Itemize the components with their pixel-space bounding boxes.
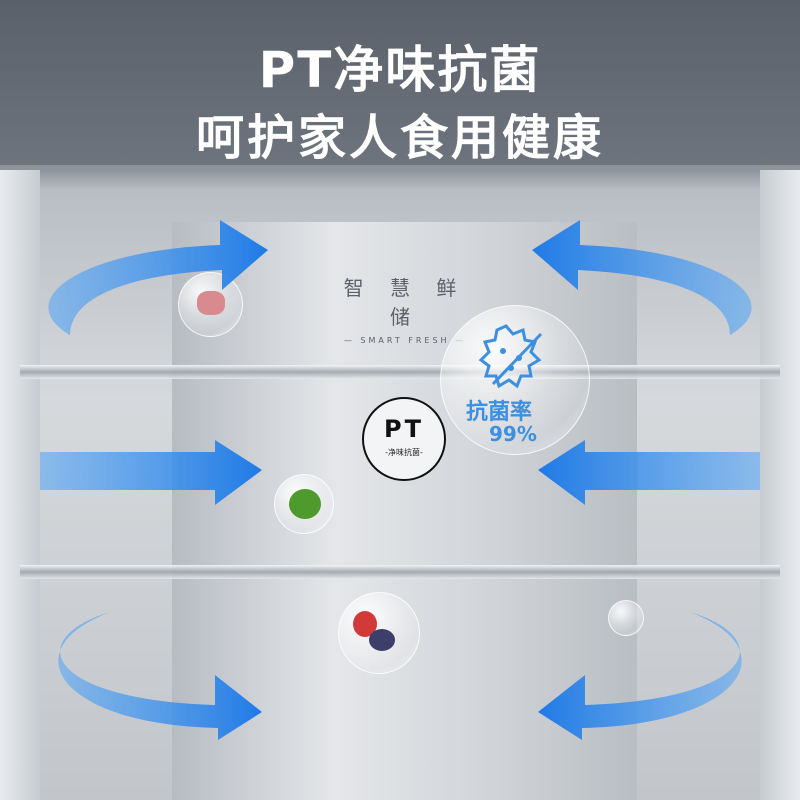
- vegetable-bubble: [274, 474, 334, 534]
- pt-badge-subtitle: -净味抗菌-: [385, 448, 423, 457]
- meat-bubble: [178, 272, 243, 337]
- shelf-middle: [20, 565, 780, 579]
- bacteria-icon: [478, 324, 543, 389]
- fridge-left-wall: [0, 170, 40, 800]
- small-bubble: [608, 600, 644, 636]
- arrow-top-left: [48, 220, 268, 335]
- shelf-top: [20, 365, 780, 379]
- brand-cn: 智 慧 鲜 储: [343, 276, 467, 329]
- antibacterial-label: 抗菌率: [466, 400, 533, 425]
- arrow-top-right: [532, 220, 752, 335]
- arrow-bottom-left: [58, 612, 262, 740]
- berries-bubble: [338, 592, 420, 674]
- broccoli-icon: [289, 489, 321, 519]
- blueberry-icon: [369, 629, 395, 651]
- brand-label: 智 慧 鲜 储 — SMART FRESH —: [330, 272, 480, 345]
- brand-en: — SMART FRESH —: [343, 336, 467, 345]
- headline: PT净味抗菌: [258, 41, 542, 99]
- arrow-mid-right: [538, 440, 760, 505]
- pt-badge-title: PT: [384, 415, 424, 443]
- pt-badge: PT -净味抗菌-: [362, 397, 446, 481]
- header-banner: PT净味抗菌 呵护家人食用健康: [0, 0, 800, 166]
- arrow-bottom-right: [538, 612, 742, 740]
- arrow-mid-left: [40, 440, 262, 505]
- antibacterial-bubble: 抗菌率 99%: [440, 305, 590, 455]
- subheadline: 呵护家人食用健康: [195, 110, 604, 166]
- antibacterial-rate: 99%: [489, 422, 537, 446]
- fridge-right-wall: [760, 170, 800, 800]
- meat-icon: [197, 291, 225, 315]
